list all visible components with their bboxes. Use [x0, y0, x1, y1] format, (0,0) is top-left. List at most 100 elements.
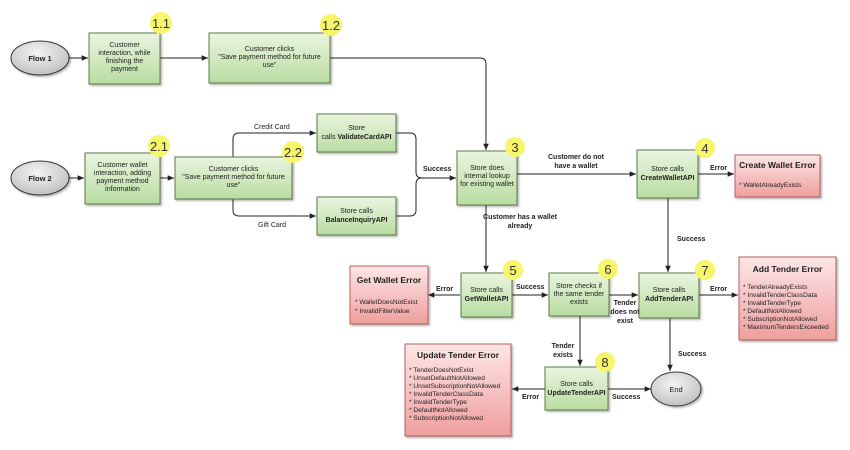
validate-card-text-2: calls ValidateCardAPI — [321, 134, 391, 141]
step-3-node: Store does internal lookup for existing … — [456, 150, 518, 206]
label-tender-exists-1: Tender — [552, 343, 575, 350]
label-tender-not-exist-1: Tender — [614, 300, 637, 307]
step-6-text-2: the same tender — [554, 291, 605, 298]
badge-8: 8 — [595, 352, 615, 372]
update-tender-error-item-2: * UnsetDefaultNotAllowed — [409, 375, 485, 382]
label-success-4: Success — [677, 236, 706, 243]
add-tender-error-title: Add Tender Error — [753, 264, 823, 274]
step-2-2-text-2: "Save payment method for future — [182, 174, 285, 181]
label-no-wallet-1: Customer do not — [548, 154, 605, 161]
badge-2-2-text: 2.2 — [284, 145, 302, 160]
balance-inquiry-node: Store calls BalanceInquiryAPI — [316, 196, 397, 236]
add-tender-error-item-2: * InvalidTenderClassData — [743, 292, 817, 299]
step-5-node: Store calls GetWalletAPI — [460, 272, 513, 318]
label-success-3: Success — [423, 166, 452, 173]
update-tender-error-item-5: * InvalidTenderType — [409, 399, 467, 406]
label-has-wallet-1: Customer has a wallet — [483, 214, 558, 221]
step-7-api: AddTenderAPI — [645, 296, 693, 303]
label-tender-exists-2: exists — [553, 352, 573, 359]
step-6-text-1: Store checks if — [556, 283, 602, 290]
label-success-8: Success — [612, 394, 641, 401]
label-credit-card: Credit Card — [254, 124, 290, 131]
edge-validate-to-3 — [396, 132, 456, 181]
label-has-wallet-2: already — [508, 223, 533, 230]
label-gift-card: Gift Card — [258, 222, 286, 229]
add-tender-error-item-6: * MaximumTendersExceeded — [743, 324, 829, 331]
add-tender-error-item-5: * SubscriptionNotAllowed — [743, 316, 817, 323]
badge-7: 7 — [695, 260, 715, 280]
step-1-1-text-4: payment — [111, 66, 138, 73]
add-tender-error-item-4: * DefaultNotAllowed — [743, 308, 802, 315]
step-8-api: UpdateTenderAPI — [547, 390, 605, 397]
step-2-1-node: Customer wallet interaction, adding paym… — [84, 152, 161, 205]
badge-8-text: 8 — [601, 355, 608, 370]
badge-4-text: 4 — [701, 141, 708, 156]
label-success-5: Success — [516, 284, 545, 291]
edge-2-2-credit-card — [232, 130, 316, 157]
step-1-2-text-1: Customer clicks — [245, 46, 295, 53]
step-2-1-text-3: payment method — [96, 178, 148, 185]
step-3-text-2: internal lookup — [464, 173, 510, 180]
step-1-1-text-1: Customer — [109, 42, 140, 49]
badge-2-1-text: 2.1 — [150, 139, 168, 154]
edge-labels: Credit Card Gift Card Success Customer d… — [254, 124, 727, 401]
step-2-2-node: Customer clicks "Save payment method for… — [174, 156, 293, 200]
update-tender-error-item-7: * SubscriptionNotAllowed — [409, 415, 483, 422]
step-4-node: Store calls CreateWalletAPI — [636, 149, 699, 199]
flow-2-label: Flow 2 — [28, 174, 51, 183]
create-wallet-error-title: Create Wallet Error — [739, 160, 816, 170]
balance-inquiry-api: BalanceInquiryAPI — [326, 217, 388, 224]
add-tender-error-item-3: * InvalidTenderType — [743, 300, 801, 307]
edge-balance-to-3 — [396, 177, 423, 217]
step-6-node: Store checks if the same tender exists — [548, 272, 610, 317]
label-error-7: Error — [710, 286, 727, 293]
step-8-text-1: Store calls — [560, 381, 593, 388]
badge-1-1: 1.1 — [150, 12, 172, 34]
update-tender-error-item-6: * DefaultNotAllowed — [409, 407, 468, 414]
update-tender-error-title: Update Tender Error — [417, 350, 500, 360]
badge-1-2-text: 1.2 — [322, 18, 340, 33]
create-wallet-error-box: Create Wallet Error * WalletAlreadyExist… — [734, 154, 821, 198]
step-5-api: GetWalletAPI — [465, 296, 509, 303]
edges — [69, 55, 738, 392]
flow-1-terminal: Flow 1 — [10, 40, 70, 76]
get-wallet-error-box: Get Wallet Error * WalletDoesNotExist * … — [349, 265, 429, 325]
step-5-text-1: Store calls — [470, 287, 503, 294]
step-7-node: Store calls AddTenderAPI — [638, 272, 700, 319]
badge-3: 3 — [505, 137, 525, 157]
step-1-1-text-2: interaction, while — [98, 50, 150, 57]
step-1-2-node: Customer clicks "Save payment method for… — [208, 32, 331, 84]
get-wallet-error-item-1: * WalletDoesNotExist — [355, 299, 418, 306]
create-wallet-error-item: * WalletAlreadyExists — [739, 182, 802, 189]
step-8-node: Store calls UpdateTenderAPI — [544, 366, 609, 411]
label-error-8: Error — [522, 394, 539, 401]
edge-2-2-gift-card — [232, 199, 316, 219]
flow-1-label: Flow 1 — [28, 54, 51, 63]
label-tender-not-exist-2: does not — [610, 309, 640, 316]
badge-4: 4 — [695, 138, 715, 158]
update-tender-error-item-3: * UnsetSubscriptionNotAllowed — [409, 383, 501, 390]
badge-5-text: 5 — [509, 263, 516, 278]
step-2-2-text-1: Customer clicks — [209, 166, 259, 173]
step-3-text-3: for existing wallet — [460, 181, 514, 188]
step-4-api: CreateWalletAPI — [641, 175, 695, 182]
badge-6: 6 — [598, 259, 618, 279]
get-wallet-error-item-2: * InvalidFilterValue — [355, 308, 410, 315]
step-2-1-text-4: information — [105, 186, 140, 193]
label-error-4: Error — [710, 165, 727, 172]
step-1-2-text-3: use" — [263, 62, 277, 69]
badge-5: 5 — [503, 260, 523, 280]
badge-7-text: 7 — [701, 263, 708, 278]
label-success-7: Success — [678, 351, 707, 358]
badge-6-text: 6 — [604, 262, 611, 277]
step-badges: 1.1 1.2 2.1 2.2 3 4 5 6 7 8 — [148, 12, 715, 372]
step-7-text-1: Store calls — [653, 287, 686, 294]
step-2-1-text-1: Customer wallet — [97, 162, 147, 169]
step-6-text-3: exists — [570, 299, 588, 306]
validate-card-api: ValidateCardAPI — [337, 134, 391, 141]
step-3-text-1: Store does — [470, 165, 504, 172]
get-wallet-error-title: Get Wallet Error — [357, 275, 422, 285]
validate-card-node: Store calls ValidateCardAPI — [316, 113, 397, 153]
update-tender-error-item-4: * InvalidTenderClassData — [409, 391, 483, 398]
